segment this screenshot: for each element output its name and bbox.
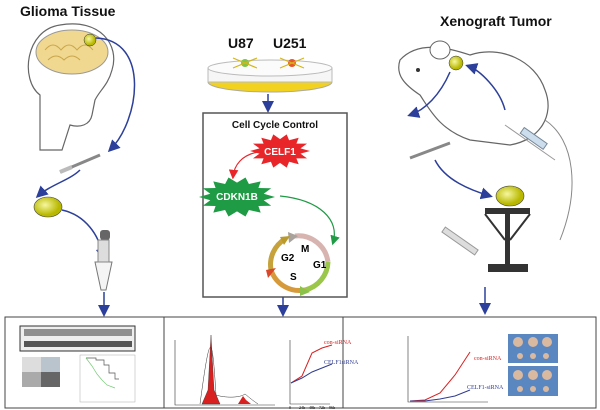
mouse-icon xyxy=(398,40,573,241)
tumor-photos xyxy=(508,334,558,396)
xenograft-title: Xenograft Tumor xyxy=(440,13,552,29)
u87-label: U87 xyxy=(228,35,254,51)
petri-dish-icon xyxy=(207,57,333,93)
phase-m: M xyxy=(301,244,309,255)
series-con-sirna-line xyxy=(409,351,471,402)
cell-cycle-wheel-icon xyxy=(266,232,331,296)
glioma-tissue-title: Glioma Tissue xyxy=(20,3,116,19)
centrifuge-tube-icon xyxy=(94,230,113,291)
series-celf1-sirna-line xyxy=(410,389,471,402)
scalpel-icon xyxy=(59,153,101,174)
series-con-sirna-line xyxy=(290,344,333,384)
arrow-to-tube xyxy=(61,209,108,261)
cell-cycle-title: Cell Cycle Control xyxy=(232,120,318,131)
scalpel-icon-2 xyxy=(409,141,451,160)
ihc-images xyxy=(22,357,60,387)
legend-con-sirna: con-siRNA xyxy=(324,340,352,346)
legend-con-sirna-tumor: con-siRNA xyxy=(474,356,502,362)
celf1-label: CELF1 xyxy=(264,147,296,158)
tumor-volume-chart xyxy=(407,336,488,403)
arrow-celf1-to-cdkn1b xyxy=(228,151,259,180)
celf1-burst-icon xyxy=(250,134,310,168)
scale-balance-icon xyxy=(484,208,531,272)
x-tick: 48h xyxy=(309,405,315,410)
syringe-icon xyxy=(504,124,556,161)
legend-celf1-sirna: CELF1siRNA xyxy=(324,360,359,366)
survival-curve-chart xyxy=(79,354,136,403)
x-tick: 0 xyxy=(289,405,291,410)
x-tick: 24h xyxy=(299,405,305,410)
flow-cytometry-histogram xyxy=(174,334,275,406)
panel-cell-results xyxy=(163,316,344,409)
growth-x-ticks: 0 24h 48h 72h 96h xyxy=(289,405,335,410)
panel-xenograft-results xyxy=(342,316,597,409)
arrow-injection xyxy=(465,63,506,111)
ruler-icon xyxy=(441,226,479,256)
cdkn1b-label: CDKN1B xyxy=(216,192,258,203)
arrow-brain-to-scalpel xyxy=(95,37,136,153)
tumor-icon xyxy=(495,185,525,207)
western-blot-image xyxy=(19,325,136,352)
arrow-to-scalpel xyxy=(407,71,451,118)
x-tick: 96h xyxy=(329,405,335,410)
cell-growth-chart xyxy=(289,340,333,405)
x-tick: 72h xyxy=(319,405,325,410)
legend-celf1-sirna-tumor: CELF1-siRNA xyxy=(467,385,504,391)
cell-cycle-box xyxy=(202,112,348,298)
human-head-icon xyxy=(27,23,115,151)
phase-g2: G2 xyxy=(281,253,295,264)
phase-s: S xyxy=(290,272,297,283)
arrow-to-tumor xyxy=(434,159,493,200)
phase-g1: G1 xyxy=(313,260,327,271)
series-celf1-sirna-line xyxy=(290,363,333,384)
arrow-to-tissue xyxy=(35,169,81,199)
u251-label: U251 xyxy=(273,35,307,51)
cdkn1b-burst-icon xyxy=(199,177,275,217)
tissue-sample-icon xyxy=(33,196,63,218)
arrow-cdkn1b-to-cycle xyxy=(279,195,340,246)
